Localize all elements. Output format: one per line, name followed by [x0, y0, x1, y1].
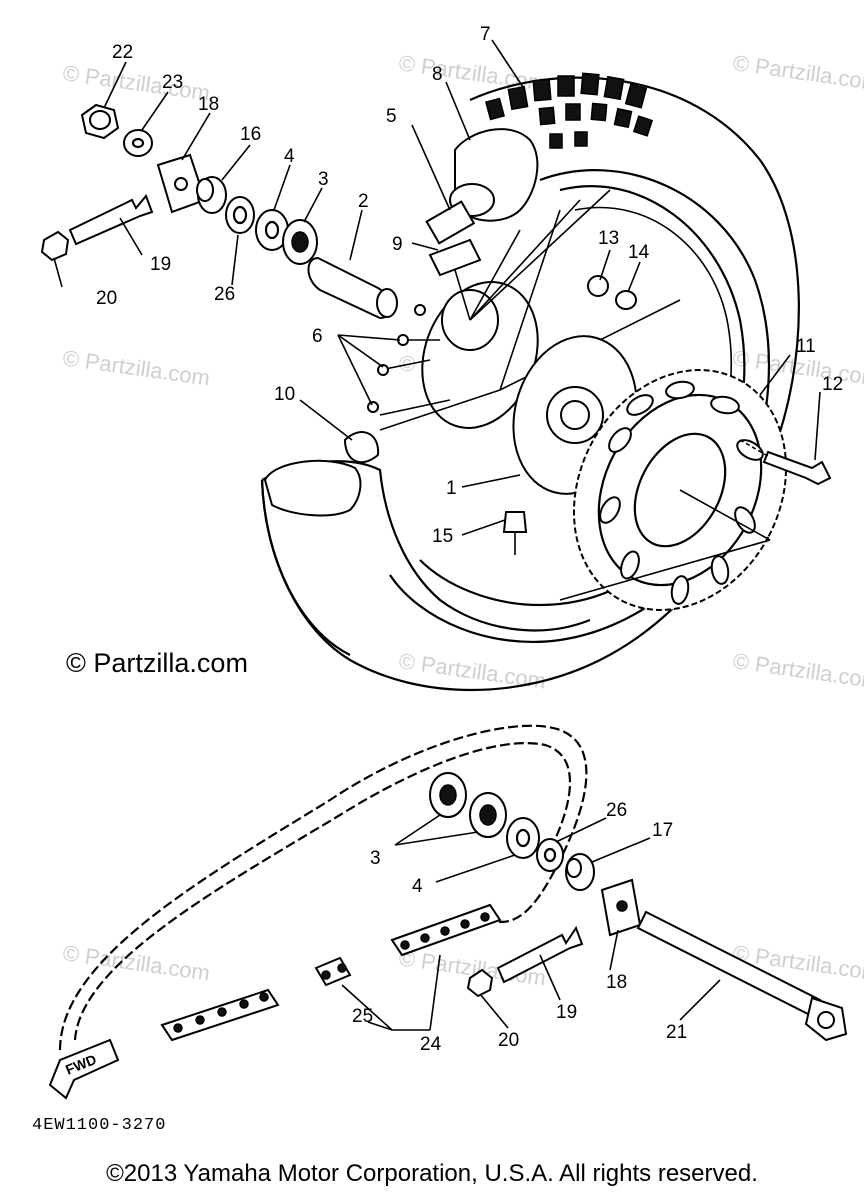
callout-4-lower: 4 — [412, 876, 423, 897]
callout-2: 2 — [358, 191, 369, 212]
callout-4: 4 — [284, 146, 295, 167]
rear-sprocket — [559, 369, 832, 611]
partzilla-watermark: © Partzilla.com — [66, 648, 248, 678]
watermark-faint: © Partzilla.com — [61, 345, 211, 390]
watermark-faint: © Partzilla.com — [61, 60, 211, 105]
oil-seal-26 — [225, 196, 255, 234]
watermark-faint: © Partzilla.com — [731, 50, 864, 95]
locknut-20 — [40, 230, 70, 262]
callout-9: 9 — [392, 234, 403, 255]
rim-band — [425, 200, 476, 245]
callout-21: 21 — [666, 1022, 687, 1043]
callout-11: 11 — [796, 336, 816, 357]
right-axle-parts — [429, 772, 848, 1042]
callout-20: 20 — [96, 288, 117, 309]
callout-15: 15 — [432, 526, 453, 547]
watermark-faint: © Partzilla.com — [397, 648, 547, 693]
callout-18: 18 — [198, 94, 219, 115]
washer-14 — [615, 290, 637, 310]
callout-17: 17 — [652, 820, 673, 841]
nut-15 — [502, 511, 528, 533]
rim-lock-plate — [343, 431, 380, 464]
callout-16: 16 — [240, 124, 261, 145]
oil-seal-26-lower — [536, 838, 564, 872]
chain-run-inner — [73, 741, 572, 1041]
callout-19-lower: 19 — [556, 1002, 577, 1023]
drawing-code: 4EW1100-3270 — [32, 1116, 167, 1135]
callout-13: 13 — [598, 228, 619, 249]
rim-seat — [263, 459, 362, 517]
washer-23 — [123, 129, 153, 157]
callout-labels: 22 23 18 16 4 3 2 19 20 26 7 8 5 9 6 10 … — [96, 24, 843, 1055]
callout-6: 6 — [312, 326, 323, 347]
callout-22: 22 — [112, 42, 133, 63]
drive-chain: FWD — [48, 724, 588, 1100]
callout-25: 25 — [352, 1006, 373, 1027]
callout-24: 24 — [420, 1034, 442, 1055]
collar-13 — [587, 275, 609, 297]
locknut-20-lower — [466, 968, 494, 998]
callout-3: 3 — [318, 169, 329, 190]
spoke-nipples-6 — [367, 304, 426, 413]
chain-run-outer — [58, 724, 588, 1051]
callout-26-lower: 26 — [606, 800, 627, 821]
callout-3-lower: 3 — [370, 848, 381, 869]
callout-1: 1 — [446, 478, 457, 499]
hub-bearing-bore — [560, 400, 590, 430]
adjust-bolt-19 — [68, 194, 154, 246]
callout-5: 5 — [386, 106, 397, 127]
bearing-4-lower — [506, 817, 540, 859]
callout-14: 14 — [628, 242, 650, 263]
left-axle-parts — [40, 103, 426, 413]
callout-10: 10 — [274, 384, 295, 405]
rim-lock — [428, 238, 482, 277]
callout-18-lower: 18 — [606, 972, 627, 993]
sprocket-bolt-12 — [762, 450, 832, 486]
callout-19: 19 — [150, 254, 171, 275]
sprocket-lightening-holes — [599, 380, 764, 605]
callout-23: 23 — [162, 72, 183, 93]
leader-lines — [53, 39, 821, 1031]
callout-8: 8 — [432, 64, 443, 85]
callout-7: 7 — [480, 24, 491, 45]
callout-26: 26 — [214, 284, 235, 305]
watermark-faint: © Partzilla.com — [731, 648, 864, 693]
callout-12: 12 — [822, 374, 843, 395]
tread-blocks — [484, 72, 654, 149]
copyright-notice: ©2013 Yamaha Motor Corporation, U.S.A. A… — [106, 1160, 758, 1187]
callout-20-lower: 20 — [498, 1030, 519, 1051]
